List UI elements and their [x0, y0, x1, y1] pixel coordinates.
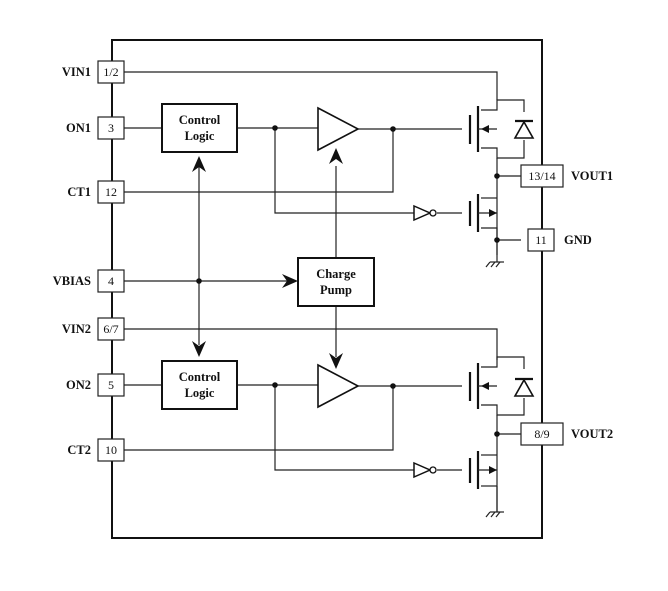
pin-on1-number: 3 [108, 121, 114, 135]
amplifier-2 [317, 363, 360, 409]
inverter-1 [413, 204, 437, 222]
pin-gnd: 11 GND [527, 228, 592, 252]
wires [123, 71, 525, 512]
inverter-2 [413, 461, 437, 479]
control-logic-2-line2: Logic [185, 386, 215, 400]
pin-on1-label: ON1 [66, 121, 91, 135]
diode-2 [513, 377, 535, 397]
arrow-down-amplifier-2 [329, 353, 343, 369]
pin-gnd-number: 11 [535, 233, 547, 247]
pass-fet-1 [468, 106, 497, 152]
pin-ct1-number: 12 [105, 185, 117, 199]
control-logic-1-line1: Control [179, 113, 221, 127]
pin-vbias: 4 VBIAS [53, 269, 125, 293]
pin-vin1-label: VIN1 [62, 65, 91, 79]
pin-ct1-label: CT1 [67, 185, 91, 199]
pin-ct2: 10 CT2 [67, 438, 125, 462]
discharge-fet-1 [468, 194, 497, 232]
arrow-right-charge-pump [282, 274, 298, 288]
charge-pump-line1: Charge [316, 267, 356, 281]
pin-vin2-label: VIN2 [62, 322, 91, 336]
control-logic-1-line2: Logic [185, 129, 215, 143]
pass-fet-2 [468, 363, 497, 409]
pin-vout2: 8/9 VOUT2 [520, 422, 613, 446]
amplifier-1 [317, 106, 360, 152]
junction-dots [196, 125, 500, 437]
pin-ct2-label: CT2 [67, 443, 91, 457]
control-logic-block-1: Control Logic [161, 103, 238, 153]
charge-pump-block: Charge Pump [297, 257, 375, 307]
pin-vout2-number: 8/9 [534, 427, 549, 441]
pin-gnd-label: GND [564, 233, 592, 247]
arrow-up-control-logic-1 [192, 156, 206, 172]
diode-1 [513, 119, 535, 139]
arrow-up-amplifier-1 [329, 148, 343, 164]
pin-ct1: 12 CT1 [67, 180, 125, 204]
pin-vin2-number: 6/7 [103, 322, 118, 336]
pin-vout1-label: VOUT1 [571, 169, 613, 183]
ground-symbol-2 [485, 486, 504, 518]
control-logic-block-2: Control Logic [161, 360, 238, 410]
pin-ct2-number: 10 [105, 443, 117, 457]
pin-vin2: 6/7 VIN2 [62, 317, 125, 341]
pin-on2: 5 ON2 [66, 373, 125, 397]
pin-vout1-number: 13/14 [528, 169, 555, 183]
ground-symbol-1 [485, 255, 504, 268]
pin-vout1: 13/14 VOUT1 [520, 164, 613, 188]
control-logic-2-line1: Control [179, 370, 221, 384]
pin-vin1-number: 1/2 [103, 65, 118, 79]
pin-vin1: 1/2 VIN1 [62, 60, 125, 84]
pin-vbias-number: 4 [108, 274, 114, 288]
discharge-fet-2 [468, 451, 497, 489]
charge-pump-line2: Pump [320, 283, 352, 297]
pin-on1: 3 ON1 [66, 116, 125, 140]
pin-vbias-label: VBIAS [53, 274, 91, 288]
arrow-down-control-logic-2 [192, 341, 206, 357]
pin-on2-number: 5 [108, 378, 114, 392]
pin-on2-label: ON2 [66, 378, 91, 392]
pin-vout2-label: VOUT2 [571, 427, 613, 441]
